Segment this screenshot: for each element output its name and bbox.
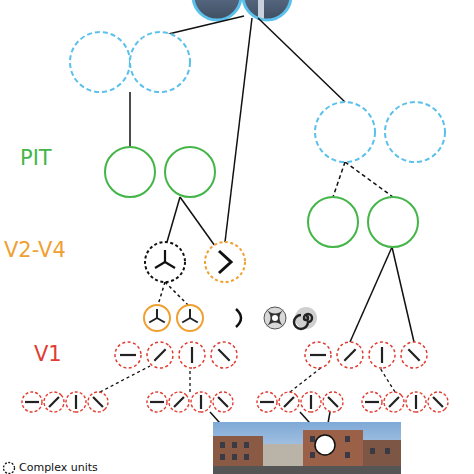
orientation-unit: [115, 342, 141, 368]
connection-line: [290, 367, 322, 392]
simple-unit: [319, 388, 347, 416]
simple-unit: [165, 388, 193, 416]
simple-unit: [301, 392, 321, 412]
orientation-unit: [369, 342, 395, 368]
simple-unit: [22, 392, 42, 412]
curve-feature: [236, 309, 241, 327]
connection-line: [258, 18, 345, 102]
unit-circle: [105, 147, 155, 197]
junction-unit: [144, 305, 170, 331]
chevron-symbol: [219, 251, 231, 273]
connection-line: [180, 197, 215, 246]
junction-symbol: [164, 250, 166, 262]
junction-unit: [177, 305, 203, 331]
orientation-unit: [305, 342, 331, 368]
simple-unit: [191, 392, 211, 412]
simple-unit: [406, 392, 426, 412]
unit-circle: [308, 197, 358, 247]
star-feature: [264, 307, 286, 329]
legend-text: Complex units: [19, 462, 98, 473]
swirl-feature: [294, 307, 317, 329]
simple-unit: [40, 388, 68, 416]
connection-line: [100, 366, 150, 392]
orientation-unit: [142, 337, 179, 374]
junction-symbol: [155, 262, 165, 268]
complex-unit: [205, 242, 245, 282]
simple-unit: [362, 392, 382, 412]
connection-line: [165, 282, 188, 305]
level-label: V1: [34, 344, 62, 365]
simple-unit: [84, 388, 112, 416]
junction-symbol: [165, 262, 175, 268]
simple-unit: [66, 392, 86, 412]
connection-line: [392, 247, 414, 342]
unit-circle: [165, 147, 215, 197]
connection-line: [380, 368, 395, 392]
connection-line: [129, 92, 131, 147]
orientation-unit: [206, 337, 243, 374]
simple-unit: [424, 388, 452, 416]
connection-line: [345, 162, 393, 197]
connection-line: [225, 18, 252, 242]
orientation-unit: [179, 342, 205, 368]
unit-circle: [130, 32, 190, 92]
orientation-unit: [332, 337, 369, 374]
simple-unit: [147, 392, 167, 412]
simple-unit: [380, 388, 408, 416]
level-label: V2-V4: [4, 240, 66, 261]
orientation-unit: [396, 337, 433, 374]
unit-circle: [368, 197, 418, 247]
connection-line: [167, 197, 180, 242]
unit-circle: [70, 32, 130, 92]
photo-frame: [243, 0, 291, 20]
legend-sample: [2, 461, 16, 474]
legend-sample-circle: [4, 463, 15, 474]
photo-thumb: [240, 0, 295, 22]
level-label: PIT: [20, 148, 52, 169]
complex-unit: [145, 242, 185, 282]
connection-line: [160, 16, 244, 36]
input-photo: [213, 422, 401, 474]
photo-thumb: [190, 0, 245, 22]
photo-frame: [193, 0, 241, 20]
simple-unit: [275, 388, 303, 416]
receptive-field: [315, 435, 335, 455]
unit-circle: [315, 102, 375, 162]
connection-line: [333, 162, 345, 197]
connection-line: [189, 368, 190, 392]
connection-line: [158, 282, 165, 305]
simple-unit: [257, 392, 277, 412]
simple-unit: [209, 388, 237, 416]
connection-line: [350, 247, 392, 342]
unit-circle: [385, 102, 445, 162]
